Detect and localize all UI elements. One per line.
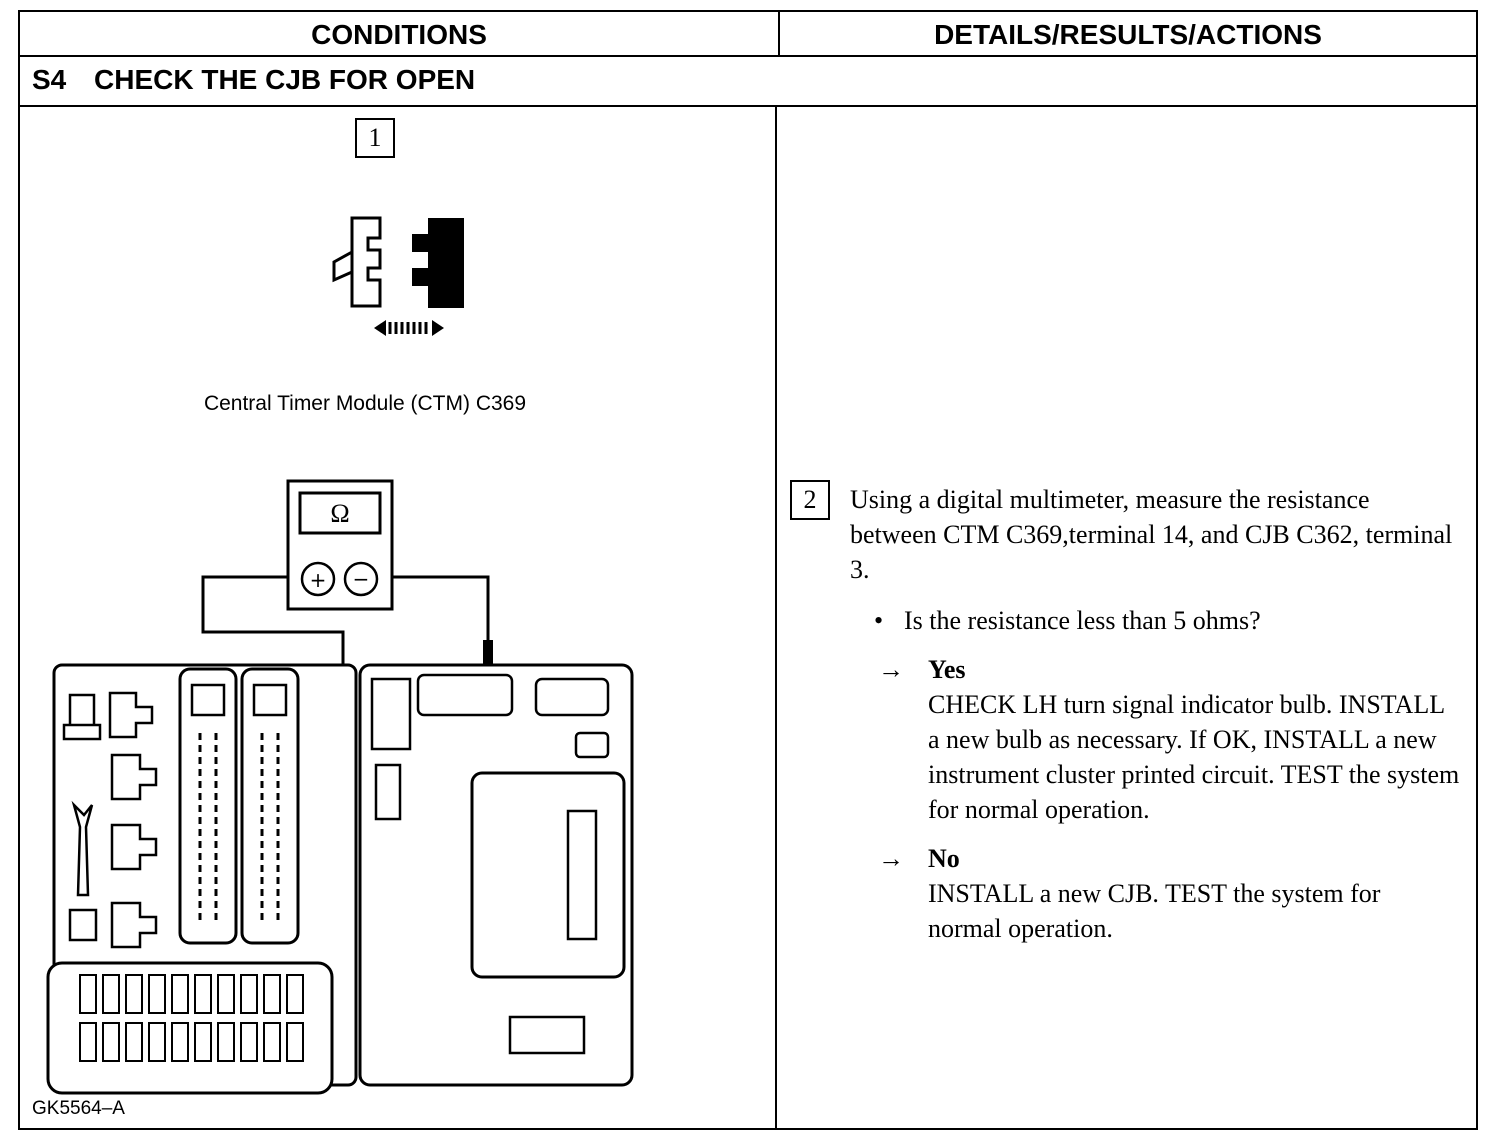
bullet-icon: • — [874, 606, 884, 635]
fuse — [286, 1022, 304, 1062]
fuse — [79, 1022, 97, 1062]
connector-disconnect-illustration — [332, 216, 464, 336]
result-no: → No INSTALL a new CJB. TEST the system … — [850, 841, 1460, 946]
fuse — [263, 974, 281, 1014]
double-arrow-icon — [374, 320, 444, 336]
minus-symbol: − — [353, 567, 370, 591]
fuse — [171, 974, 189, 1014]
step-1-caption: Central Timer Module (CTM) C369 — [203, 392, 527, 415]
yes-text: CHECK LH turn signal indicator bulb. INS… — [928, 690, 1460, 824]
fuse — [148, 974, 166, 1014]
connector-c362 — [416, 673, 514, 717]
fuse — [217, 1022, 235, 1062]
multimeter-display — [298, 491, 382, 535]
arrow-right-icon: → — [878, 655, 904, 684]
plus-symbol: + — [310, 568, 327, 592]
ctm-connector-c369 — [178, 667, 238, 945]
fuse — [102, 1022, 120, 1062]
step-code: S4 — [32, 64, 67, 95]
ohm-symbol: Ω — [330, 499, 349, 528]
fuse — [79, 974, 97, 1014]
fuse — [171, 1022, 189, 1062]
fuse — [286, 974, 304, 1014]
fuse — [148, 1022, 166, 1062]
probe-tip — [483, 640, 493, 685]
yes-label: Yes — [928, 655, 966, 684]
fuse — [125, 1022, 143, 1062]
relay-group — [62, 691, 158, 949]
no-text: INSTALL a new CJB. TEST the system for n… — [928, 879, 1381, 943]
wire-lead — [332, 250, 353, 283]
fuse — [194, 1022, 212, 1062]
fuse — [102, 974, 120, 1014]
instruction-text: Using a digital multimeter, measure the … — [850, 485, 1453, 584]
connector-half-solid — [412, 218, 464, 308]
fuse — [217, 974, 235, 1014]
arrow-right-icon: → — [878, 844, 904, 873]
step-2-action: Using a digital multimeter, measure the … — [850, 482, 1460, 946]
fuse-row — [79, 974, 304, 1062]
negative-test-lead — [392, 575, 490, 645]
step-title: S4 CHECK THE CJB FOR OPEN — [20, 57, 1476, 107]
conditions-header: CONDITIONS — [20, 12, 780, 57]
result-yes: → Yes CHECK LH turn signal indicator bul… — [850, 652, 1460, 827]
question-text: Is the resistance less than 5 ohms? — [904, 606, 1261, 635]
multimeter-measurement-illustration: Ω + − — [46, 479, 634, 1095]
details-header: DETAILS/RESULTS/ACTIONS — [780, 12, 1476, 57]
step-2-number: 2 — [790, 480, 830, 520]
minus-terminal-icon — [343, 561, 379, 597]
connector-half-open — [350, 216, 382, 308]
plus-terminal-icon — [300, 561, 336, 597]
step-title-text: CHECK THE CJB FOR OPEN — [94, 64, 476, 95]
figure-code: GK5564–A — [32, 1098, 125, 1119]
fuse — [194, 974, 212, 1014]
no-label: No — [928, 844, 960, 873]
column-divider — [775, 107, 777, 1130]
fuse — [125, 974, 143, 1014]
fuse — [263, 1022, 281, 1062]
question-item: • Is the resistance less than 5 ohms? — [874, 603, 1460, 638]
cjb-connector-c362 — [240, 667, 300, 945]
fuse — [240, 1022, 258, 1062]
step-1-number: 1 — [355, 118, 395, 158]
fuse — [240, 974, 258, 1014]
